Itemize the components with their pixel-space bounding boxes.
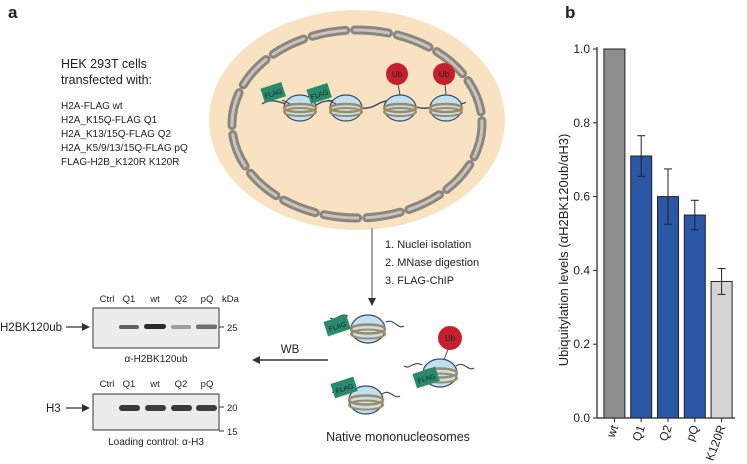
lane-label: Ctrl — [100, 379, 115, 390]
native-mononucleosomes-label: Native mononucleosomes — [326, 430, 470, 444]
flag-tag — [260, 81, 286, 104]
nucleosome — [382, 94, 418, 122]
ub-circle — [433, 63, 455, 85]
step-1: 1. Nuclei isolation — [385, 239, 471, 251]
marker-20: 20 — [227, 403, 238, 414]
lane-label: wt — [149, 379, 160, 390]
blot-bottom: Ctrl Q1 wt Q2 pQ 20 15 H3 Loading contro… — [46, 379, 238, 448]
bar-k120r — [710, 280, 733, 419]
bar-q2 — [657, 196, 679, 419]
panel-a-letter: a — [8, 3, 18, 22]
x-tick-label: Q1 — [629, 423, 648, 443]
blot-bottom-caption: Loading control: α-H3 — [108, 437, 204, 448]
mononucleosomes-illustration: FLAG FLAG Ub FLAG — [323, 314, 475, 415]
y-tick-label: 0.8 — [573, 116, 590, 130]
lane-label: Q2 — [175, 294, 188, 305]
marker-15: 15 — [227, 427, 238, 438]
y-tick-label: 1.0 — [573, 42, 590, 56]
y-axis-label: Ubiquitylation levels (αH2BK120ub/αH3) — [556, 134, 571, 367]
cell-cytoplasm — [209, 10, 505, 230]
row-label-h3: H3 — [46, 403, 61, 415]
y-tick-label: 0.2 — [573, 337, 590, 351]
nucleosome: FLAG — [330, 376, 401, 415]
blot-top-caption: α-H2BK120ub — [124, 354, 187, 365]
flag-tag — [330, 376, 358, 399]
flag-tag — [306, 82, 332, 105]
marker-25: 25 — [227, 323, 238, 334]
x-tick-label: Q2 — [656, 423, 675, 443]
construct-2: H2A_K15Q-FLAG Q1 — [61, 115, 158, 126]
construct-3: H2A_K13/15Q-FLAG Q2 — [61, 129, 171, 140]
band — [145, 405, 166, 411]
kda-label: kDa — [222, 294, 240, 305]
lane-label: wt — [149, 294, 160, 305]
band — [196, 405, 217, 411]
band — [119, 325, 139, 329]
nucleosome: FLAG — [323, 314, 405, 344]
wb-label: WB — [281, 344, 300, 356]
ub-label: Ub — [445, 334, 456, 343]
flag-tag — [412, 366, 440, 389]
blot-bottom-membrane — [92, 393, 220, 431]
lane-label: Q2 — [175, 379, 188, 390]
construct-1: H2A-FLAG wt — [61, 101, 123, 112]
x-tick-label: pQ — [683, 423, 702, 443]
ub-label: Ub — [439, 70, 450, 79]
lane-label: Ctrl — [100, 294, 115, 305]
nucleosome — [428, 94, 464, 122]
cell-nucleus-illustration: FLAG FLAG Ub Ub — [209, 10, 505, 230]
band — [171, 325, 191, 329]
step-2: 2. MNase digestion — [385, 257, 479, 269]
lane-label: pQ — [201, 379, 214, 390]
bar-q1 — [630, 155, 653, 419]
y-tick-label: 0.0 — [573, 411, 590, 425]
band — [196, 324, 217, 329]
step-3: 3. FLAG-ChIP — [385, 275, 454, 287]
construct-4: H2A_K5/9/13/15Q-FLAG pQ — [61, 143, 188, 154]
y-tick-label: 0.6 — [573, 190, 590, 204]
cells-title-line1: HEK 293T cells — [61, 57, 147, 71]
nucleosome — [328, 94, 364, 122]
construct-5: FLAG-H2B_K120R K120R — [61, 157, 179, 168]
band — [119, 405, 140, 411]
y-tick-label: 0.4 — [573, 263, 590, 277]
ub-circle — [438, 326, 462, 350]
row-label-h2bk120ub: H2BK120ub — [0, 322, 62, 334]
bar-pq — [683, 214, 706, 419]
lane-label: pQ — [201, 294, 214, 305]
panel-b-letter: b — [565, 3, 575, 22]
nucleosome: FLAG Ub — [403, 326, 475, 389]
blot-top: Ctrl Q1 wt Q2 pQ kDa 25 H2BK120ub α-H2BK… — [0, 294, 240, 365]
nucleosome — [282, 94, 318, 122]
bar-chart: Ubiquitylation levels (αH2BK120ub/αH3) 0… — [556, 42, 735, 463]
x-tick-label: wt — [604, 423, 622, 441]
x-tick-label: K120R — [703, 423, 729, 463]
ub-circle — [386, 63, 408, 85]
cells-title-line2: transfected with: — [61, 73, 152, 87]
bar-wt — [603, 48, 626, 419]
flag-tag — [323, 314, 351, 337]
band — [171, 405, 192, 411]
ub-label: Ub — [392, 70, 403, 79]
band — [144, 324, 166, 329]
lane-label: Q1 — [123, 379, 136, 390]
lane-label: Q1 — [123, 294, 136, 305]
